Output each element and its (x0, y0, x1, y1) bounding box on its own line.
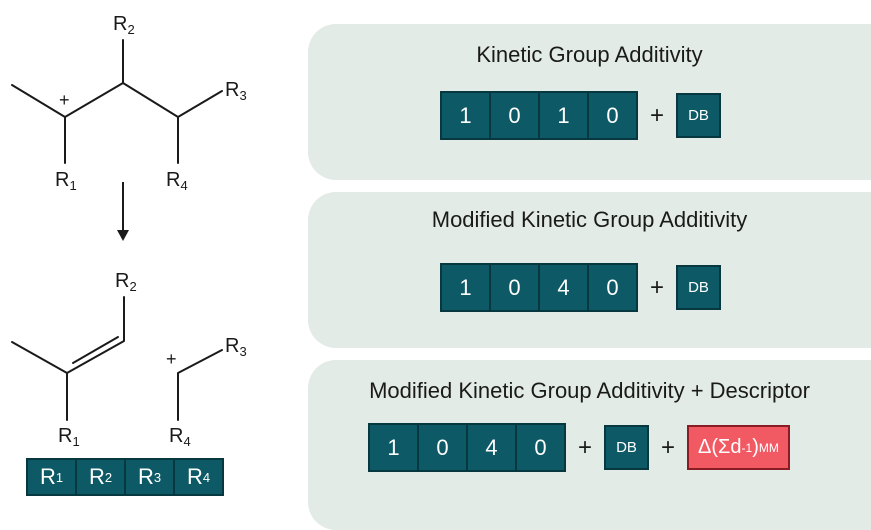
alkene-r2-label: R2 (115, 270, 137, 294)
panel-kinetic-group-additivity: Kinetic Group Additivity 1 0 1 0 + DB (308, 24, 871, 180)
encoding-row: 1 0 1 0 + DB (440, 91, 721, 140)
plus-sign: + (660, 433, 675, 461)
digit-cell: 1 (368, 423, 419, 472)
fragment-charge: + (166, 349, 177, 369)
panel-modified-kinetic-group-additivity: Modified Kinetic Group Additivity 1 0 4 … (308, 192, 871, 348)
reactant-r2-label: R2 (113, 13, 135, 37)
alkene-double-bond (72, 336, 119, 364)
reaction-arrow (117, 182, 129, 241)
reactant-backbone (11, 82, 223, 118)
reactant-charge: + (59, 90, 70, 110)
digit-cell: 1 (538, 91, 589, 140)
alkene-r1-label: R1 (58, 425, 80, 449)
plus-sign: + (649, 101, 664, 129)
fragment-backbone (177, 349, 223, 421)
digit-cell: 0 (587, 91, 638, 140)
digit-cell: 0 (515, 423, 566, 472)
fragment-r4-label: R4 (169, 425, 191, 449)
digit-vector: 1 0 4 0 (368, 423, 566, 472)
reactant-r1-label: R1 (55, 169, 77, 193)
reactant-r4-label: R4 (166, 169, 188, 193)
digit-cell: 0 (489, 263, 540, 312)
plus-sign: + (577, 433, 592, 461)
fragment-r3-label: R3 (225, 335, 247, 359)
reactant-r3-label: R3 (225, 79, 247, 103)
descriptor-cell: Δ(Σd-1)MM (687, 425, 790, 470)
encoding-row: 1 0 4 0 + DB + Δ(Σd-1)MM (368, 423, 790, 472)
encoding-row: 1 0 4 0 + DB (440, 263, 721, 312)
db-cell: DB (676, 93, 721, 138)
digit-vector: 1 0 4 0 (440, 263, 638, 312)
alkene-backbone (11, 296, 125, 374)
digit-cell: 1 (440, 91, 491, 140)
db-cell: DB (676, 265, 721, 310)
reaction-scheme: + R2 R3 R1 R4 R2 + R3 R1 R4 (11, 13, 247, 449)
digit-cell: 0 (417, 423, 468, 472)
db-cell: DB (604, 425, 649, 470)
digit-cell: 0 (489, 91, 540, 140)
panel-modified-kga-descriptor: Modified Kinetic Group Additivity + Desc… (308, 360, 871, 530)
panel-title: Modified Kinetic Group Additivity (431, 207, 748, 232)
digit-cell: 1 (440, 263, 491, 312)
panel-title: Kinetic Group Additivity (476, 42, 703, 67)
digit-vector: 1 0 1 0 (440, 91, 638, 140)
digit-cell: 4 (538, 263, 589, 312)
panel-title: Modified Kinetic Group Additivity + Desc… (369, 378, 810, 403)
digit-cell: 4 (466, 423, 517, 472)
plus-sign: + (649, 273, 664, 301)
digit-cell: 0 (587, 263, 638, 312)
